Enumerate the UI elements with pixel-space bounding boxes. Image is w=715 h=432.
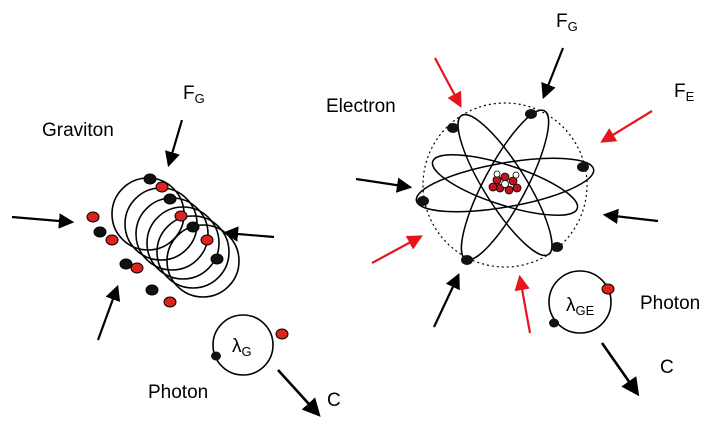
force-arrow — [541, 47, 565, 100]
graviton-coil — [124, 187, 198, 261]
photon-circle — [548, 270, 612, 334]
red-particle — [275, 328, 289, 340]
graviton-coils — [111, 177, 240, 298]
force-arrow — [222, 226, 275, 242]
force-arrow — [96, 284, 121, 341]
orbit — [457, 113, 553, 257]
electron — [447, 123, 459, 133]
atom-photon: λGE Photon C — [548, 270, 700, 397]
force-arrow — [165, 119, 184, 168]
electron — [525, 109, 537, 119]
black-particle — [211, 351, 221, 361]
black-particle — [549, 318, 559, 328]
photon-wavelength-label: λG — [232, 336, 252, 359]
black-particle — [163, 193, 177, 205]
photon-velocity-arrow — [600, 342, 640, 397]
graviton-force-label: FG — [183, 83, 205, 106]
graviton-group: Graviton FG — [11, 83, 341, 417]
force-arrow — [433, 273, 460, 328]
electrons — [417, 109, 589, 265]
electron — [577, 162, 589, 172]
electron — [551, 242, 563, 252]
graviton-particles — [86, 173, 224, 308]
red-particle — [601, 283, 615, 295]
electron — [417, 196, 429, 206]
orbit — [431, 154, 579, 216]
gravity-force-label: FG — [556, 11, 578, 34]
red-particle — [86, 211, 100, 223]
speed-label: C — [660, 357, 674, 378]
photon-wavelength-label: λGE — [566, 295, 595, 318]
nucleus — [488, 170, 522, 195]
graviton-coil — [166, 224, 240, 298]
red-particle — [155, 181, 169, 193]
photon-label: Photon — [640, 293, 700, 314]
graviton-coil — [156, 215, 230, 289]
electric-force-arrows — [371, 57, 653, 334]
atom-group: Electron FG FE — [326, 11, 700, 397]
red-particle — [105, 234, 119, 246]
photon-velocity-arrow — [277, 369, 321, 417]
black-particle — [143, 173, 157, 185]
electron — [461, 255, 473, 265]
black-particle — [145, 284, 159, 296]
electron-label: Electron — [326, 96, 396, 117]
photon-circle — [212, 314, 274, 376]
photon-label: Photon — [148, 382, 208, 403]
red-particle — [163, 296, 177, 308]
red-particle — [174, 210, 188, 222]
black-particle — [210, 253, 224, 265]
red-particle — [130, 262, 144, 274]
black-particle — [93, 226, 107, 238]
gravity-force-arrows — [355, 47, 659, 328]
force-arrow-red — [600, 110, 653, 143]
graviton-photon: λG Photon C — [148, 314, 341, 417]
atom-boundary — [422, 102, 588, 268]
force-arrow-red — [434, 57, 462, 108]
red-particle — [200, 234, 214, 246]
graviton-coil — [146, 206, 220, 280]
force-arrow — [355, 177, 413, 193]
force-arrow-red — [371, 235, 423, 264]
force-arrow-red — [514, 274, 532, 334]
black-particle — [186, 221, 200, 233]
force-arrow — [602, 208, 659, 225]
black-particle — [119, 258, 133, 270]
speed-label: C — [327, 390, 341, 411]
graviton-force-arrows — [11, 119, 275, 341]
graviton-label: Graviton — [42, 120, 114, 141]
electric-force-label: FE — [674, 81, 695, 104]
force-arrow — [11, 213, 75, 229]
